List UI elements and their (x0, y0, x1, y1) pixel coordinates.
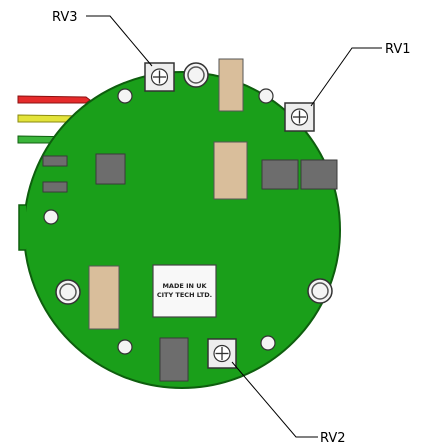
trim-potentiometer-rv3 (144, 62, 175, 92)
label-plate (152, 264, 217, 318)
callout-rv2: RV2 (320, 431, 346, 446)
screw-hole (311, 282, 329, 300)
hole (43, 209, 59, 225)
tan-components (88, 58, 248, 330)
grey-components (42, 153, 338, 382)
hole (258, 88, 274, 104)
manufacturer-label: MADE IN UK CITY TECH LTD. (152, 264, 217, 318)
board-left-notch (18, 204, 26, 251)
callout-rv3: RV3 (52, 10, 78, 25)
callout-leaders (86, 15, 382, 438)
hole (117, 339, 133, 355)
trim-potentiometer-rv2 (207, 338, 237, 369)
chip-left (95, 153, 126, 185)
chip-bottom (159, 337, 189, 382)
resistor-lower-left (88, 265, 120, 330)
screw-hole (187, 66, 205, 84)
hole (260, 335, 276, 351)
chip-small-2 (42, 181, 68, 193)
resistor-center (213, 141, 248, 200)
rv3-leader (86, 15, 153, 67)
rv2-leader (231, 361, 318, 438)
screw-hole (59, 283, 77, 301)
chip-right-2 (300, 159, 338, 190)
screw-holes (55, 62, 333, 305)
chip-small-1 (42, 155, 68, 167)
red-wire (17, 95, 91, 104)
hole (117, 88, 133, 104)
resistor-top (218, 58, 244, 112)
label-line-2: CITY TECH LTD. (157, 291, 212, 299)
mounting-holes (43, 88, 276, 355)
label-line-1: MADE IN UK (162, 282, 207, 290)
chip-right-1 (261, 159, 299, 190)
rv1-leader (310, 47, 382, 107)
callout-rv1: RV1 (385, 42, 411, 57)
trim-potentiometer-rv1 (284, 102, 315, 132)
